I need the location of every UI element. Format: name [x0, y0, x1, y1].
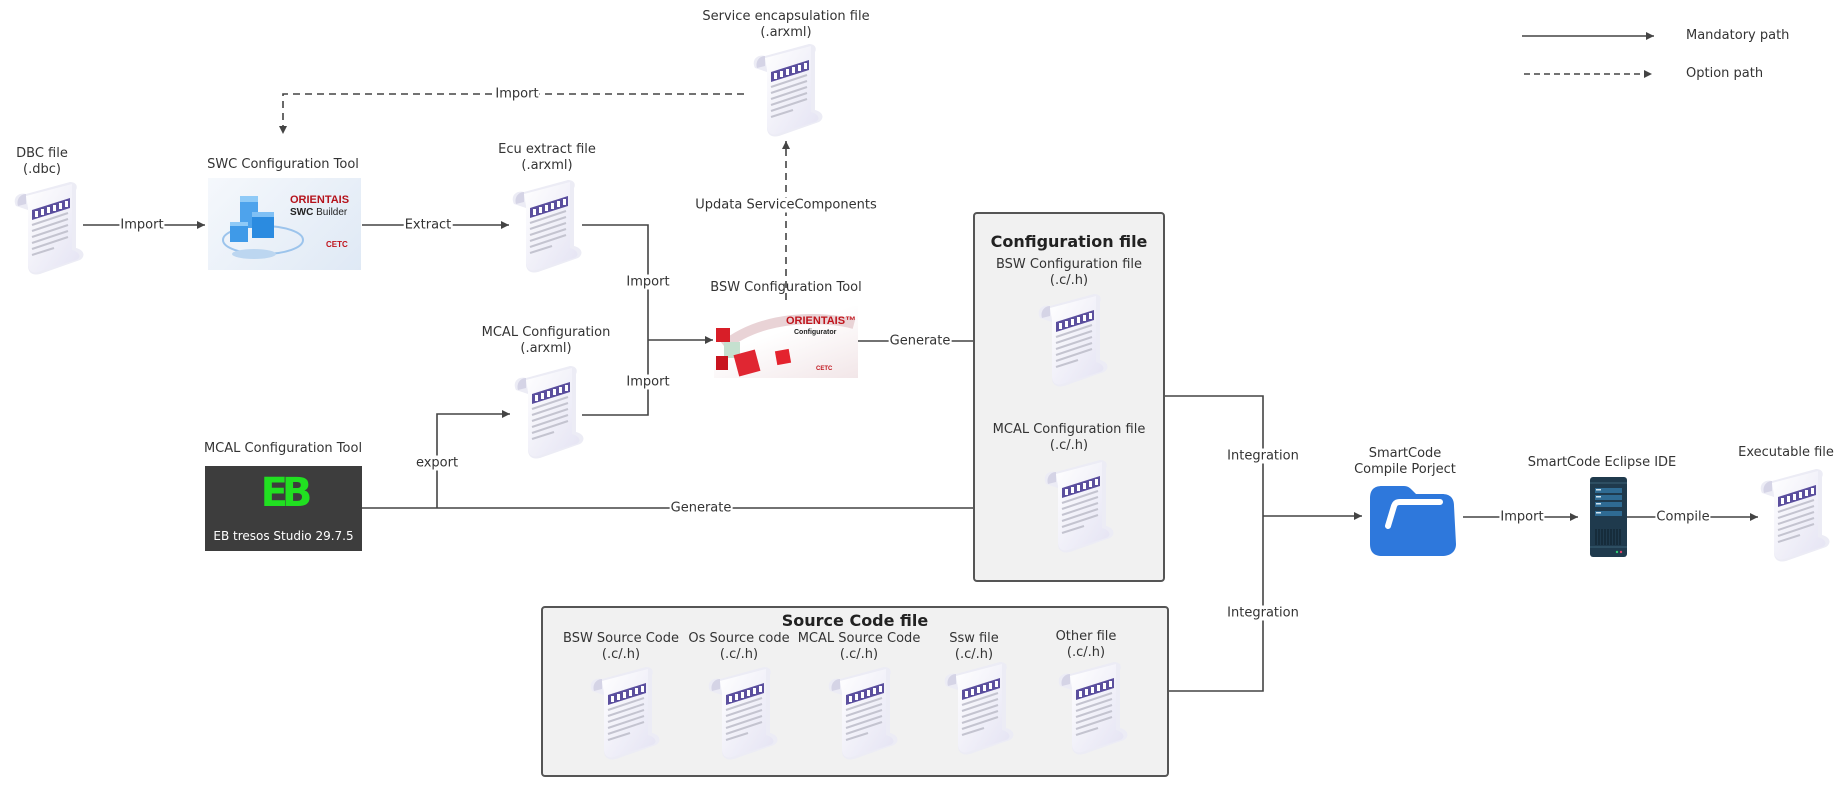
edge-label-swc-extract: Extract: [403, 217, 453, 233]
mcal-configuration-label: MCAL Configuration(.arxml): [481, 325, 611, 356]
bsw-configuration-file-icon[interactable]: [1034, 292, 1110, 388]
os-source-code-label: Os Source code(.c/.h): [688, 631, 790, 662]
executable-file-label: Executable file: [1738, 445, 1834, 460]
edge-label-dbc-import: Import: [119, 217, 165, 233]
dbc-file-icon[interactable]: [10, 180, 86, 276]
smartcode-ide-server-icon[interactable]: [1590, 477, 1627, 557]
bsw-source-code-icon[interactable]: [586, 665, 662, 761]
bsw-tool-label: BSW Configuration Tool: [710, 280, 862, 295]
mcal-source-code-icon[interactable]: [824, 665, 900, 761]
eb-logo-icon: EB: [260, 470, 313, 516]
edge-label-update-service: Updata ServiceComponents: [694, 197, 878, 213]
other-file-icon[interactable]: [1054, 660, 1130, 756]
edge-label-integration-source: Integration: [1226, 605, 1300, 621]
edge-label-service-import: Import: [494, 86, 540, 102]
mcal-tool-label: MCAL Configuration Tool: [203, 441, 363, 456]
edge-mcal-export: [436, 410, 510, 508]
eb-product-text: EB tresos Studio 29.7.5: [213, 529, 354, 543]
bsw-product-text: Configurator: [794, 329, 837, 336]
eb-tresos-studio-tool[interactable]: EB EB tresos Studio 29.7.5: [205, 466, 362, 551]
mcal-configuration-file-icon[interactable]: [1040, 458, 1116, 554]
service-encapsulation-file-icon[interactable]: [749, 42, 825, 138]
edge-label-bsw-generate: Generate: [888, 333, 952, 349]
legend-option-label: Option path: [1686, 66, 1764, 81]
bsw-configuration-file-label: BSW Configuration file(.c/.h): [995, 257, 1143, 288]
bsw-configurator-tool[interactable]: ORIENTAIS™ Configurator CETC: [714, 306, 858, 378]
os-source-code-icon[interactable]: [704, 665, 780, 761]
ssw-file-icon[interactable]: [940, 660, 1016, 756]
swc-vendor-logo: CETC: [326, 240, 348, 249]
bsw-configurator-cubes-icon: [716, 314, 856, 377]
mcal-configuration-file-label: MCAL Configuration file(.c/.h): [992, 422, 1146, 453]
edge-label-project-import: Import: [1499, 509, 1545, 525]
ecu-extract-label: Ecu extract file(.arxml): [498, 142, 596, 173]
edge-ecu-junction: [582, 224, 649, 416]
ecu-extract-file-icon[interactable]: [508, 178, 584, 274]
smartcode-ide-label: SmartCode Eclipse IDE: [1527, 455, 1677, 470]
edge-config-integration: [1164, 395, 1264, 692]
smartcode-project-folder-icon[interactable]: [1370, 486, 1456, 556]
edge-label-integration-config: Integration: [1226, 448, 1300, 464]
swc-tool-label: SWC Configuration Tool: [207, 157, 359, 172]
edge-label-mcal-import: Import: [625, 374, 671, 390]
bsw-brand-text: ORIENTAIS™: [786, 315, 857, 327]
source-group-title: Source Code file: [781, 611, 929, 630]
configuration-group-title: Configuration file: [990, 232, 1148, 251]
service-encapsulation-label: Service encapsulation file(.arxml): [702, 9, 870, 40]
edge-label-ecu-import: Import: [625, 274, 671, 290]
edge-label-ide-compile: Compile: [1655, 509, 1711, 525]
bsw-vendor-logo: CETC: [816, 366, 833, 372]
bsw-source-code-label: BSW Source Code(.c/.h): [563, 631, 679, 662]
ssw-file-label: Ssw file(.c/.h): [949, 631, 999, 662]
executable-file-icon[interactable]: [1756, 467, 1832, 563]
mcal-source-code-label: MCAL Source Code(.c/.h): [797, 631, 921, 662]
edge-label-mcal-export: export: [414, 455, 460, 471]
edge-service-swc: [279, 93, 744, 134]
swc-product-text: SWC Builder: [290, 207, 348, 218]
swc-builder-graphic-icon: [222, 196, 304, 259]
legend-mandatory-label: Mandatory path: [1686, 28, 1790, 43]
dbc-file-label: DBC file(.dbc): [16, 146, 68, 177]
swc-builder-tool[interactable]: ORIENTAIS SWC Builder CETC: [208, 178, 361, 270]
other-file-label: Other file(.c/.h): [1055, 629, 1117, 660]
swc-brand-text: ORIENTAIS: [290, 194, 350, 206]
mcal-configuration-file-icon[interactable]: [510, 364, 586, 460]
edge-label-mcal-generate: Generate: [669, 500, 733, 516]
